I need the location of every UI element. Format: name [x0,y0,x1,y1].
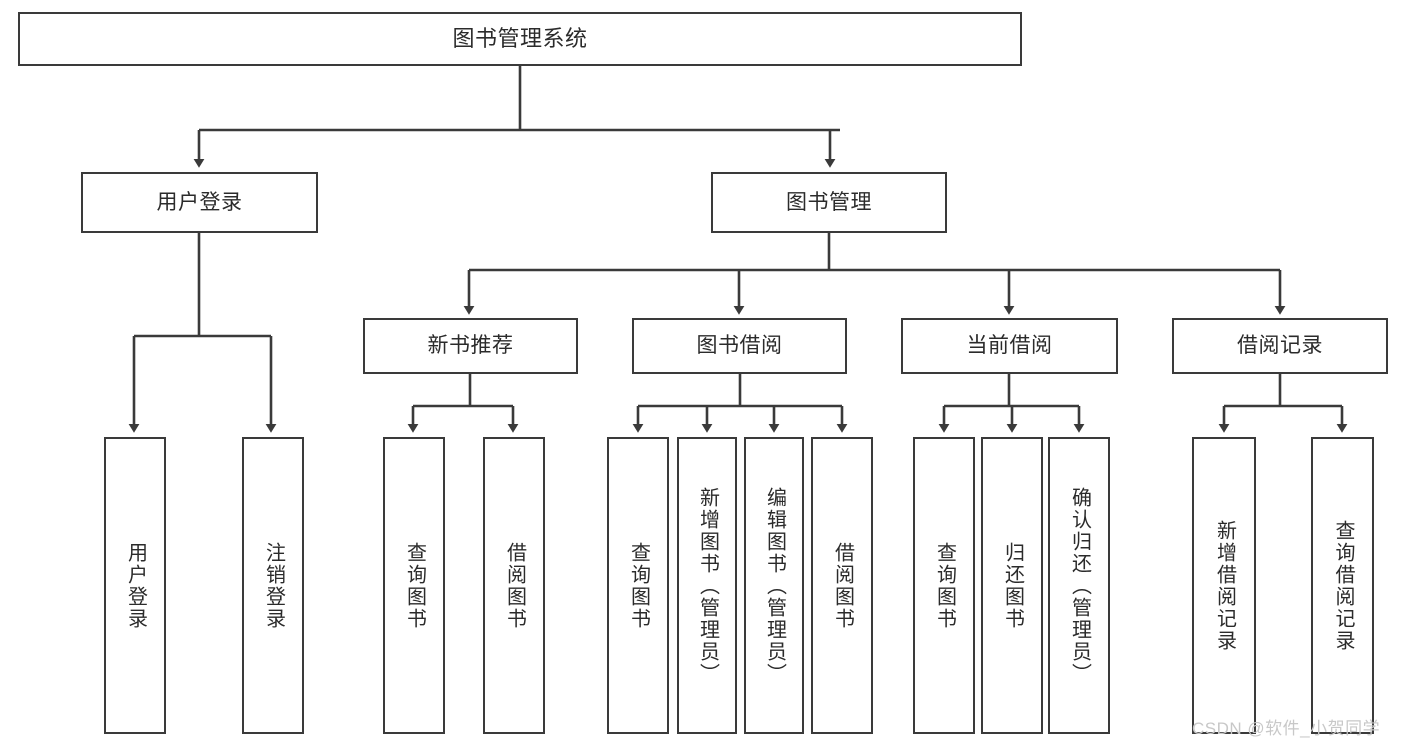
leaf-add-borrow-record[interactable]: 新增借阅记录 [1192,437,1256,734]
node-borrow-record[interactable]: 借阅记录 [1172,318,1388,374]
node-label: 图书管理 [786,190,872,214]
leaf-add-book-admin[interactable]: 新增图书（管理员） [677,437,737,734]
node-label: 查询图书 [933,541,956,630]
node-label: 新增借阅记录 [1213,519,1236,652]
node-label: 新书推荐 [427,334,514,358]
node-book-management[interactable]: 图书管理 [711,172,947,233]
leaf-edit-book-admin[interactable]: 编辑图书（管理员） [744,437,804,734]
node-label: 借阅记录 [1237,334,1323,358]
node-label: 借阅图书 [503,541,526,630]
node-label: 确认归还（管理员） [1068,486,1091,685]
node-label: 归还图书 [1001,541,1024,630]
node-current-borrow[interactable]: 当前借阅 [901,318,1118,374]
node-label: 用户登录 [124,541,147,630]
leaf-user-logout[interactable]: 注销登录 [242,437,304,734]
node-label: 查询图书 [403,541,426,630]
node-label: 图书管理系统 [452,25,588,51]
leaf-query-book-new[interactable]: 查询图书 [383,437,445,734]
node-new-book-recommend[interactable]: 新书推荐 [363,318,578,374]
leaf-query-borrow-record[interactable]: 查询借阅记录 [1311,437,1374,734]
node-label: 查询借阅记录 [1332,519,1354,652]
node-label: 查询图书 [627,541,650,630]
leaf-confirm-return-admin[interactable]: 确认归还（管理员） [1048,437,1110,734]
leaf-query-book-current[interactable]: 查询图书 [913,437,975,734]
node-label: 借阅图书 [831,541,854,630]
node-label: 注销登录 [262,541,285,630]
node-root-system[interactable]: 图书管理系统 [18,12,1022,66]
node-label: 当前借阅 [966,334,1053,358]
node-user-login[interactable]: 用户登录 [81,172,318,233]
leaf-borrow-book[interactable]: 借阅图书 [811,437,873,734]
node-label: 编辑图书（管理员） [763,486,786,685]
leaf-borrow-book-new[interactable]: 借阅图书 [483,437,545,734]
leaf-query-book-borrow[interactable]: 查询图书 [607,437,669,734]
leaf-user-login[interactable]: 用户登录 [104,437,166,734]
node-book-borrow[interactable]: 图书借阅 [632,318,847,374]
node-label: 用户登录 [156,190,243,214]
csdn-watermark: CSDN @软件_小贺同学 [1192,719,1381,738]
node-label: 图书借阅 [696,334,783,358]
leaf-return-book[interactable]: 归还图书 [981,437,1043,734]
node-label: 新增图书（管理员） [696,486,719,685]
